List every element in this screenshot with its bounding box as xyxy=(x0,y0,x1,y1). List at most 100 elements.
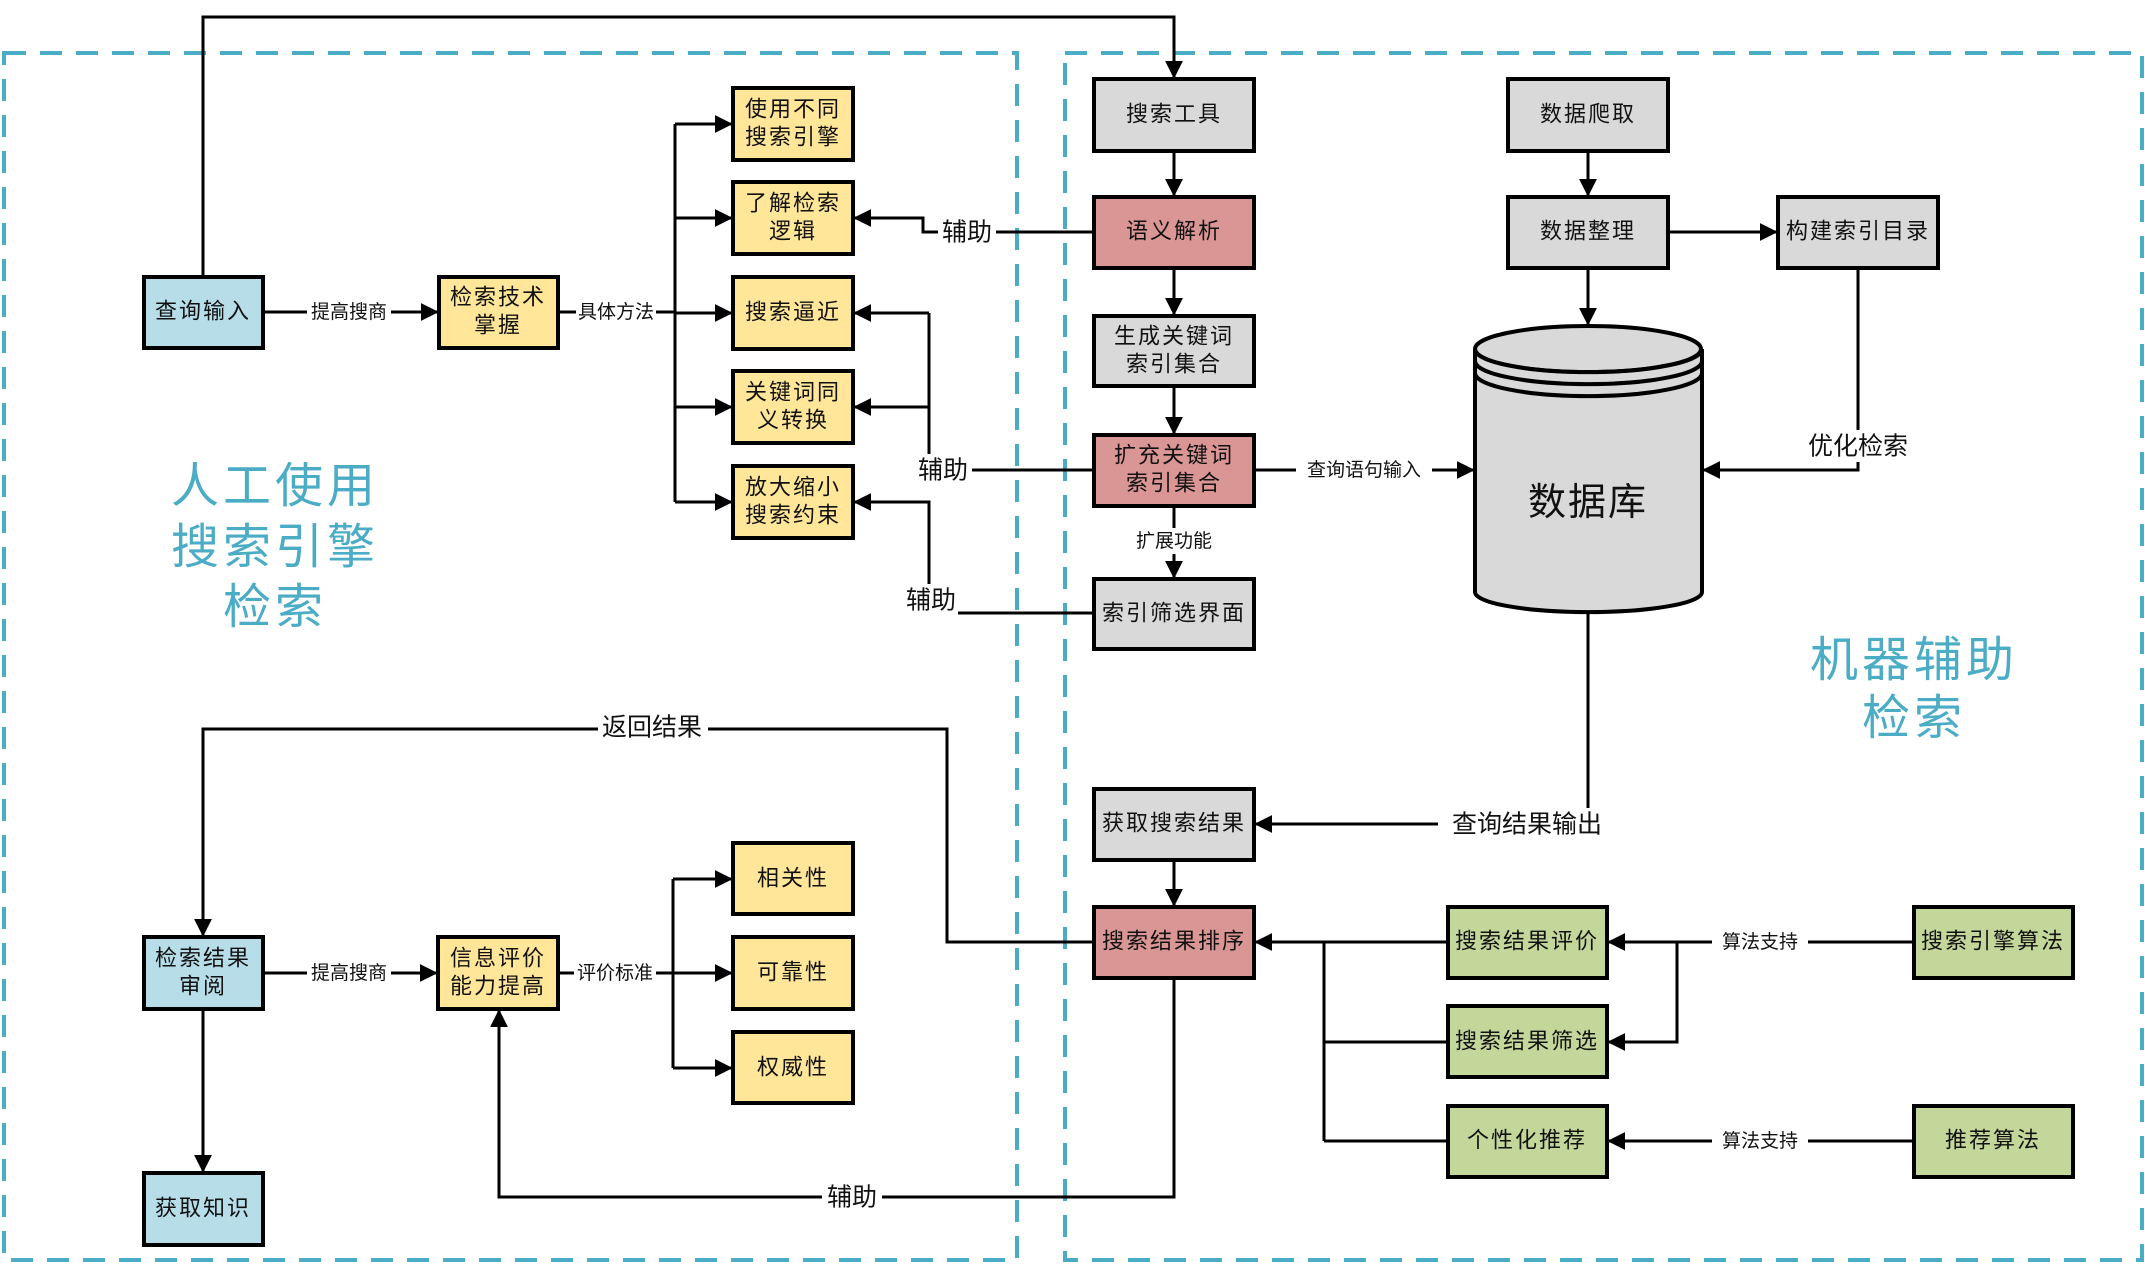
edge-label-improve-search-2: 提高搜商 xyxy=(307,961,391,985)
edge-engine-algo-to-filter xyxy=(1607,942,1679,1051)
svg-text:搜索引擎算法: 搜索引擎算法 xyxy=(1921,930,2065,955)
edge-label-return-results: 返回结果 xyxy=(598,713,708,744)
svg-text:扩展功能: 扩展功能 xyxy=(1136,530,1212,552)
svg-text:权威性: 权威性 xyxy=(757,1056,829,1081)
svg-text:放大缩小: 放大缩小 xyxy=(745,476,841,501)
svg-text:算法支持: 算法支持 xyxy=(1722,1130,1798,1152)
svg-text:了解检索: 了解检索 xyxy=(745,192,841,217)
edge-label-assist-expand: 辅助 xyxy=(914,454,972,486)
svg-text:优化检索: 优化检索 xyxy=(1808,432,1908,461)
node-data-organize[interactable]: 数据整理 xyxy=(1506,195,1670,270)
svg-text:能力提高: 能力提高 xyxy=(450,975,546,1000)
svg-text:辅助: 辅助 xyxy=(906,586,956,615)
node-authority[interactable]: 权威性 xyxy=(731,1030,855,1105)
svg-text:索引集合: 索引集合 xyxy=(1126,353,1222,378)
svg-text:辅助: 辅助 xyxy=(827,1183,877,1212)
svg-text:搜索结果筛选: 搜索结果筛选 xyxy=(1455,1030,1599,1055)
svg-text:辅助: 辅助 xyxy=(942,218,992,247)
region-machine-label-line-2: 检索 xyxy=(1862,690,1966,746)
node-personalized-rec[interactable]: 个性化推荐 xyxy=(1446,1104,1609,1179)
edge-query-to-search-tool xyxy=(201,15,1183,277)
svg-text:返回结果: 返回结果 xyxy=(602,713,702,742)
svg-text:检索结果: 检索结果 xyxy=(155,947,251,972)
svg-text:查询结果输出: 查询结果输出 xyxy=(1452,810,1602,839)
region-human-label-line-1: 人工使用 xyxy=(171,458,379,514)
node-use-engines[interactable]: 使用不同 搜索引擎 xyxy=(731,86,855,162)
node-reliability[interactable]: 可靠性 xyxy=(731,935,855,1011)
node-semantic-parse[interactable]: 语义解析 xyxy=(1092,195,1256,270)
node-synonym-convert[interactable]: 关键词同 义转换 xyxy=(731,369,855,445)
svg-text:查询输入: 查询输入 xyxy=(155,300,251,325)
edge-label-extend-function: 扩展功能 xyxy=(1134,528,1214,554)
node-get-results[interactable]: 获取搜索结果 xyxy=(1092,787,1256,862)
edge-label-algo-support-2: 算法支持 xyxy=(1712,1128,1808,1156)
svg-text:辅助: 辅助 xyxy=(918,456,968,485)
svg-text:使用不同: 使用不同 xyxy=(745,98,841,123)
node-query-input[interactable]: 查询输入 xyxy=(142,275,265,350)
svg-text:掌握: 掌握 xyxy=(474,314,522,339)
svg-text:生成关键词: 生成关键词 xyxy=(1114,325,1234,350)
edge-label-improve-search-1: 提高搜商 xyxy=(307,300,391,324)
svg-text:搜索逼近: 搜索逼近 xyxy=(745,301,841,326)
svg-text:审阅: 审阅 xyxy=(179,975,227,1000)
node-build-index-dir[interactable]: 构建索引目录 xyxy=(1776,195,1940,270)
svg-text:检索技术: 检索技术 xyxy=(450,286,546,311)
edge-label-query-result-output: 查询结果输出 xyxy=(1438,808,1618,842)
node-know-logic[interactable]: 了解检索 逻辑 xyxy=(731,180,855,256)
svg-text:提高搜商: 提高搜商 xyxy=(311,962,387,984)
region-human-label-line-3: 检索 xyxy=(223,579,327,635)
node-eval-ability[interactable]: 信息评价 能力提高 xyxy=(436,935,560,1011)
node-get-knowledge[interactable]: 获取知识 xyxy=(142,1171,265,1247)
svg-text:数据整理: 数据整理 xyxy=(1540,220,1636,245)
node-scale-constraints[interactable]: 放大缩小 搜索约束 xyxy=(731,464,855,540)
node-gen-keyword-index[interactable]: 生成关键词 索引集合 xyxy=(1092,314,1256,388)
edge-label-assist-filter-ui: 辅助 xyxy=(906,586,956,615)
node-rec-algorithm[interactable]: 推荐算法 xyxy=(1912,1104,2075,1179)
node-search-tool[interactable]: 搜索工具 xyxy=(1092,77,1256,153)
svg-text:搜索约束: 搜索约束 xyxy=(745,504,841,529)
region-machine-label-line-1: 机器辅助 xyxy=(1810,632,2018,688)
edge-label-eval-criteria: 评价标准 xyxy=(574,961,656,985)
svg-text:提高搜商: 提高搜商 xyxy=(311,301,387,323)
node-result-review[interactable]: 检索结果 审阅 xyxy=(142,935,265,1011)
edge-semantic-assist xyxy=(853,209,1093,234)
svg-text:推荐算法: 推荐算法 xyxy=(1945,1129,2041,1154)
node-engine-algorithm[interactable]: 搜索引擎算法 xyxy=(1912,905,2075,980)
node-rank-results[interactable]: 搜索结果排序 xyxy=(1092,905,1256,980)
node-database[interactable]: 数据库 xyxy=(1473,324,1704,615)
edge-label-algo-support-1: 算法支持 xyxy=(1712,929,1808,957)
node-filter-results[interactable]: 搜索结果筛选 xyxy=(1446,1004,1609,1079)
svg-text:评价标准: 评价标准 xyxy=(577,962,653,984)
edge-label-optimize-retrieval: 优化检索 xyxy=(1804,430,1912,462)
svg-text:具体方法: 具体方法 xyxy=(578,301,654,323)
edge-label-query-statement-input: 查询语句输入 xyxy=(1296,458,1432,484)
svg-text:搜索工具: 搜索工具 xyxy=(1126,103,1222,128)
node-data-crawl[interactable]: 数据爬取 xyxy=(1506,77,1670,153)
node-search-approach[interactable]: 搜索逼近 xyxy=(731,275,855,351)
svg-text:获取搜索结果: 获取搜索结果 xyxy=(1102,812,1246,837)
svg-text:扩充关键词: 扩充关键词 xyxy=(1114,444,1234,469)
node-relevance[interactable]: 相关性 xyxy=(731,841,855,916)
svg-text:个性化推荐: 个性化推荐 xyxy=(1467,1129,1587,1154)
region-human-label-line-2: 搜索引擎 xyxy=(171,519,379,575)
edge-filter-ui-assist-up xyxy=(853,493,931,584)
node-index-filter-ui[interactable]: 索引筛选界面 xyxy=(1092,577,1256,651)
svg-text:数据爬取: 数据爬取 xyxy=(1540,103,1636,128)
svg-text:可靠性: 可靠性 xyxy=(757,961,829,986)
edge-db-to-get-results xyxy=(1254,612,1590,833)
edge-label-assist-semantic: 辅助 xyxy=(938,216,996,248)
svg-text:信息评价: 信息评价 xyxy=(450,947,546,972)
region-machine-border xyxy=(1063,51,2144,1262)
node-eval-results[interactable]: 搜索结果评价 xyxy=(1446,905,1609,980)
region-human-border xyxy=(2,51,1019,1262)
node-search-skill[interactable]: 检索技术 掌握 xyxy=(437,275,560,350)
node-expand-keyword-index[interactable]: 扩充关键词 索引集合 xyxy=(1092,433,1256,508)
svg-text:语义解析: 语义解析 xyxy=(1126,220,1222,245)
svg-text:搜索结果排序: 搜索结果排序 xyxy=(1102,930,1246,955)
svg-text:算法支持: 算法支持 xyxy=(1722,931,1798,953)
edge-label-assist-rank: 辅助 xyxy=(822,1181,882,1213)
edge-return-results xyxy=(194,727,1093,944)
svg-text:索引筛选界面: 索引筛选界面 xyxy=(1102,602,1246,627)
svg-text:搜索引擎: 搜索引擎 xyxy=(745,126,841,151)
